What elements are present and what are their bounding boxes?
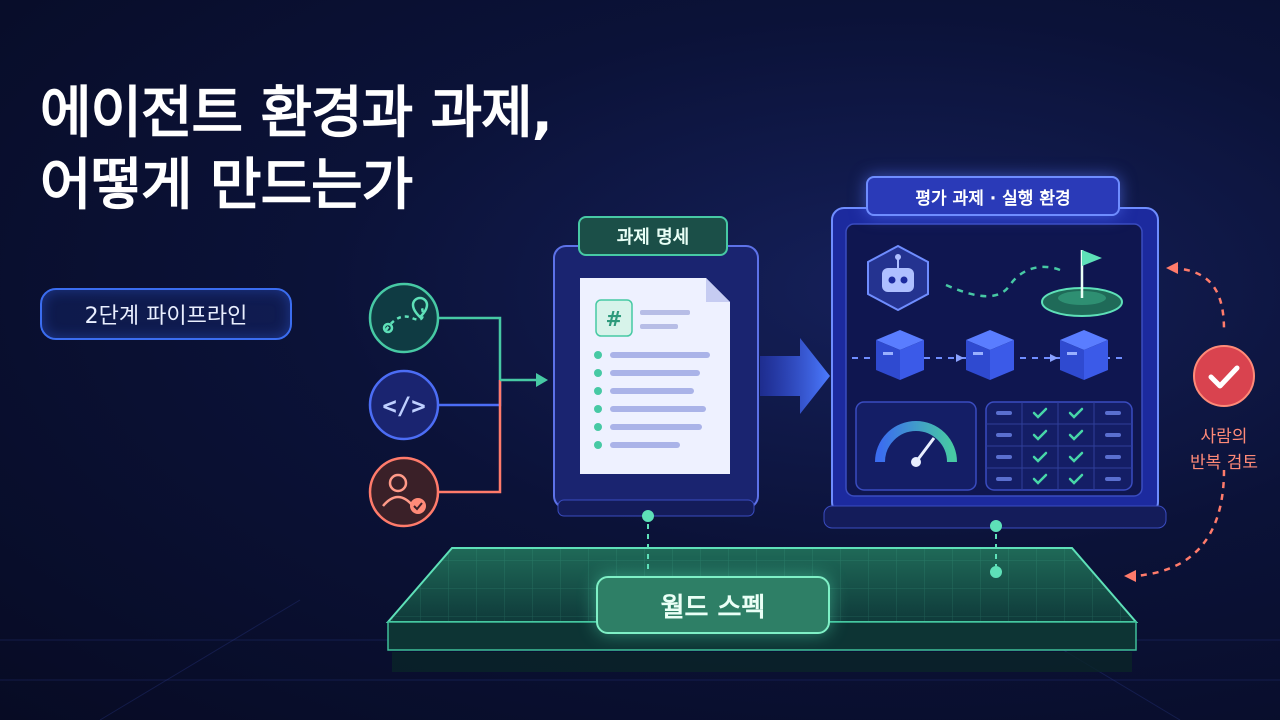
task-spec-panel: # — [553, 245, 759, 517]
world-spec-label: 월드 스펙 — [596, 576, 830, 634]
check-table — [985, 401, 1133, 491]
doc-hash-symbol: # — [606, 307, 623, 331]
title-line-2: 어떻게 만드는가 — [40, 153, 413, 218]
human-review-label: 사람의 반복 검토 — [1178, 424, 1270, 476]
pipeline-badge: 2단계 파이프라인 — [40, 288, 292, 340]
task-spec-label: 과제 명세 — [578, 216, 728, 256]
map-route-icon — [368, 282, 440, 354]
human-review-line-1: 사람의 — [1200, 427, 1248, 447]
review-loop — [1133, 266, 1226, 578]
title-line-1: 에이전트 환경과 과제, — [40, 81, 553, 146]
svg-text:</>: </> — [382, 392, 425, 420]
input-icons: </> — [368, 282, 440, 528]
check-circle-icon — [1193, 345, 1255, 407]
gauge-icon — [855, 401, 977, 491]
environment-label: 평가 과제 · 실행 환경 — [866, 176, 1120, 216]
human-review-line-2: 반복 검토 — [1190, 453, 1258, 473]
goal-flag-icon — [1041, 250, 1123, 317]
environment-panel — [823, 207, 1167, 529]
input-connectors — [438, 316, 548, 494]
page-title: 에이전트 환경과 과제, 어떻게 만드는가 — [40, 78, 740, 222]
user-check-icon — [368, 456, 440, 528]
flow-arrow — [760, 338, 830, 414]
step-cubes — [852, 330, 1128, 380]
platform-links — [642, 510, 1002, 578]
